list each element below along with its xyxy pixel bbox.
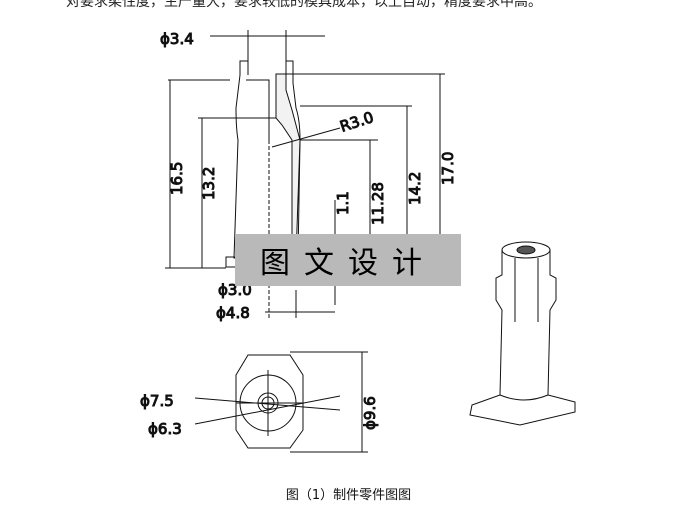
dim-height-16-5: 16.5 <box>168 162 186 195</box>
dim-height-11-28: 11.28 <box>369 182 387 225</box>
dim-height-14-2: 14.2 <box>406 172 424 205</box>
figure-caption: 图（1）制件零件图图 <box>285 488 412 503</box>
dim-diameter-7-5: ϕ7.5 <box>140 392 174 410</box>
dim-diameter-3-4: ϕ3.4 <box>160 30 194 48</box>
dim-diameter-4-8: ϕ4.8 <box>216 304 250 322</box>
dim-height-17-0: 17.0 <box>439 152 457 185</box>
dim-diameter-6-3: ϕ6.3 <box>148 420 182 438</box>
dim-radius-3-0: R3.0 <box>338 108 376 136</box>
dim-height-13-2: 13.2 <box>200 167 218 200</box>
body-text-line: 对要求柔性度，生产量大，要求较低的模具成本，以上自动，精度要求中高。 <box>66 0 542 10</box>
top-view <box>194 351 368 453</box>
isometric-view <box>469 241 576 426</box>
dim-diameter-9-6: ϕ9.6 <box>361 396 379 430</box>
dim-height-1-1: 1.1 <box>334 191 352 215</box>
watermark: 图文设计 <box>235 234 461 286</box>
